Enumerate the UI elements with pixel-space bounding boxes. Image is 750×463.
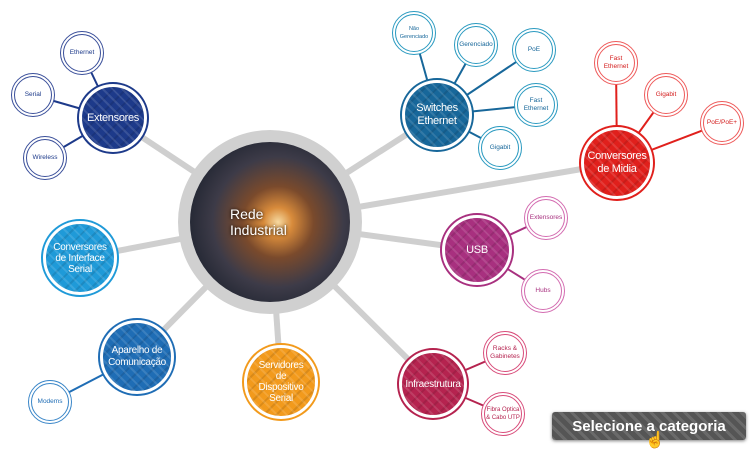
category-infraestrutura[interactable]: Infraestrutura bbox=[399, 350, 467, 418]
subcategory-hubs[interactable]: Hubs bbox=[521, 269, 565, 313]
category-conversores-midia[interactable]: Conversores de Midia bbox=[581, 127, 653, 199]
subcategory-label: Wireless bbox=[32, 154, 58, 161]
subcategory-fibra-optica-cabo-utp[interactable]: Fibra Optica & Cabo UTP bbox=[481, 392, 525, 436]
category-label: Conversores de Interface Serial bbox=[53, 241, 107, 275]
subcategory-label: Modems bbox=[37, 398, 63, 405]
category-servidores-dispositivo-serial[interactable]: Servidores de Dispositivo Serial bbox=[244, 345, 318, 419]
category-label: Switches Ethernet bbox=[416, 102, 458, 127]
subcategory-label: Extensores bbox=[529, 214, 563, 221]
subcategory-fast-ethernet[interactable]: Fast Ethernet bbox=[514, 83, 558, 127]
category-label: Conversores de Midia bbox=[587, 150, 647, 175]
category-aparelho-comunicacao[interactable]: Aparelho de Comunicação bbox=[100, 320, 174, 394]
subcategory-label: PoE bbox=[527, 46, 541, 53]
subcategory-gigabit[interactable]: Gigabit bbox=[478, 126, 522, 170]
subcategory-label: PoE/PoE+ bbox=[706, 119, 738, 126]
subcategory-modems[interactable]: Modems bbox=[28, 380, 72, 424]
center-label: Rede Industrial bbox=[230, 206, 287, 238]
category-extensores[interactable]: Extensores bbox=[79, 84, 147, 152]
subcategory-poe[interactable]: PoE bbox=[512, 28, 556, 72]
subcategory-label: Hubs bbox=[535, 287, 551, 294]
category-label: Infraestrutura bbox=[405, 378, 461, 390]
subcategory-label: Fast Ethernet bbox=[523, 97, 549, 112]
center-node[interactable]: Rede Industrial bbox=[178, 130, 362, 314]
category-label: Servidores de Dispositivo Serial bbox=[258, 360, 304, 404]
subcategory-extensores[interactable]: Extensores bbox=[524, 196, 568, 240]
subcategory-label: Gerenciado bbox=[459, 41, 493, 48]
subcategory-serial[interactable]: Serial bbox=[11, 73, 55, 117]
subcategory-label: Não Gerenciado bbox=[399, 26, 429, 40]
select-category-button[interactable]: Selecione a categoria bbox=[552, 412, 746, 440]
category-label: USB bbox=[466, 243, 488, 256]
subcategory-wireless[interactable]: Wireless bbox=[23, 136, 67, 180]
subcategory-label: Gigabit bbox=[655, 91, 677, 98]
category-label: Extensores bbox=[86, 111, 140, 124]
subcategory-label: Fibra Optica & Cabo UTP bbox=[486, 407, 520, 421]
category-label: Aparelho de Comunicação bbox=[108, 345, 166, 368]
industrial-photo: Rede Industrial bbox=[190, 142, 350, 302]
subcategory-fast-ethernet[interactable]: Fast Ethernet bbox=[594, 41, 638, 85]
subcategory-gigabit[interactable]: Gigabit bbox=[644, 73, 688, 117]
subcategory-label: Serial bbox=[24, 91, 42, 98]
category-switches-ethernet[interactable]: Switches Ethernet bbox=[402, 80, 472, 150]
subcategory-poe-poe-plus[interactable]: PoE/PoE+ bbox=[700, 101, 744, 145]
subcategory-label: Ethernet bbox=[69, 49, 95, 56]
subcategory-ethernet[interactable]: Ethernet bbox=[60, 31, 104, 75]
subcategory-label: Fast Ethernet bbox=[603, 55, 629, 70]
subcategory-nao-gerenciado[interactable]: Não Gerenciado bbox=[392, 11, 436, 55]
category-conversores-interface-serial[interactable]: Conversores de Interface Serial bbox=[43, 221, 117, 295]
subcategory-label: Gigabit bbox=[489, 144, 511, 151]
subcategory-racks-gabinetes[interactable]: Racks & Gabinetes bbox=[483, 331, 527, 375]
subcategory-gerenciado[interactable]: Gerenciado bbox=[454, 23, 498, 67]
hand-cursor-icon: ☝ bbox=[645, 432, 665, 449]
category-usb[interactable]: USB bbox=[442, 215, 512, 285]
subcategory-label: Racks & Gabinetes bbox=[490, 345, 520, 360]
